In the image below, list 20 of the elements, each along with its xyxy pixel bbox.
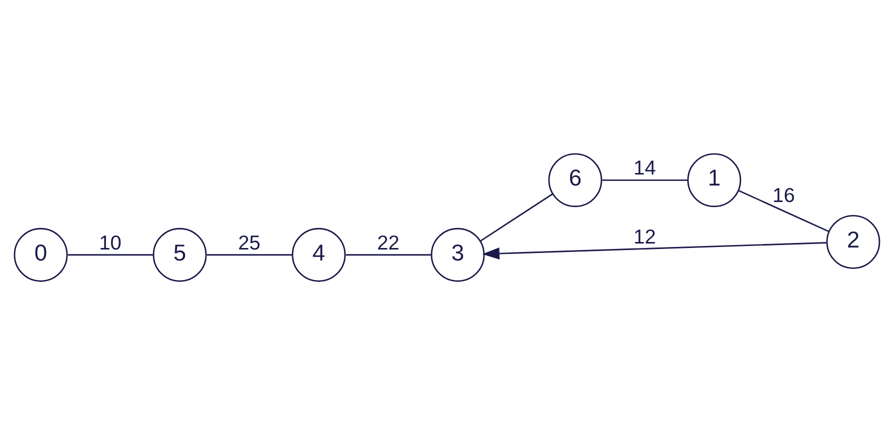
node-circle: 4 xyxy=(292,228,346,282)
node-circle: 1 xyxy=(687,153,742,208)
node-circle: 5 xyxy=(152,228,207,282)
connector xyxy=(206,254,292,256)
node-circle: 6 xyxy=(548,153,602,208)
edge-label: 14 xyxy=(634,158,656,180)
connector xyxy=(738,190,829,232)
node-circle: 2 xyxy=(826,214,880,269)
edge-label: 12 xyxy=(634,226,656,249)
arrow xyxy=(482,242,826,260)
edge-label: 25 xyxy=(238,232,260,254)
node-circle: 0 xyxy=(14,228,68,282)
edge-label: 10 xyxy=(99,232,122,254)
connector xyxy=(602,179,688,181)
connector xyxy=(480,194,553,242)
edge-label: 22 xyxy=(377,232,400,254)
connector xyxy=(68,254,154,256)
node-circle: 3 xyxy=(430,228,485,282)
connector xyxy=(346,254,432,256)
edge-label: 16 xyxy=(772,184,795,207)
